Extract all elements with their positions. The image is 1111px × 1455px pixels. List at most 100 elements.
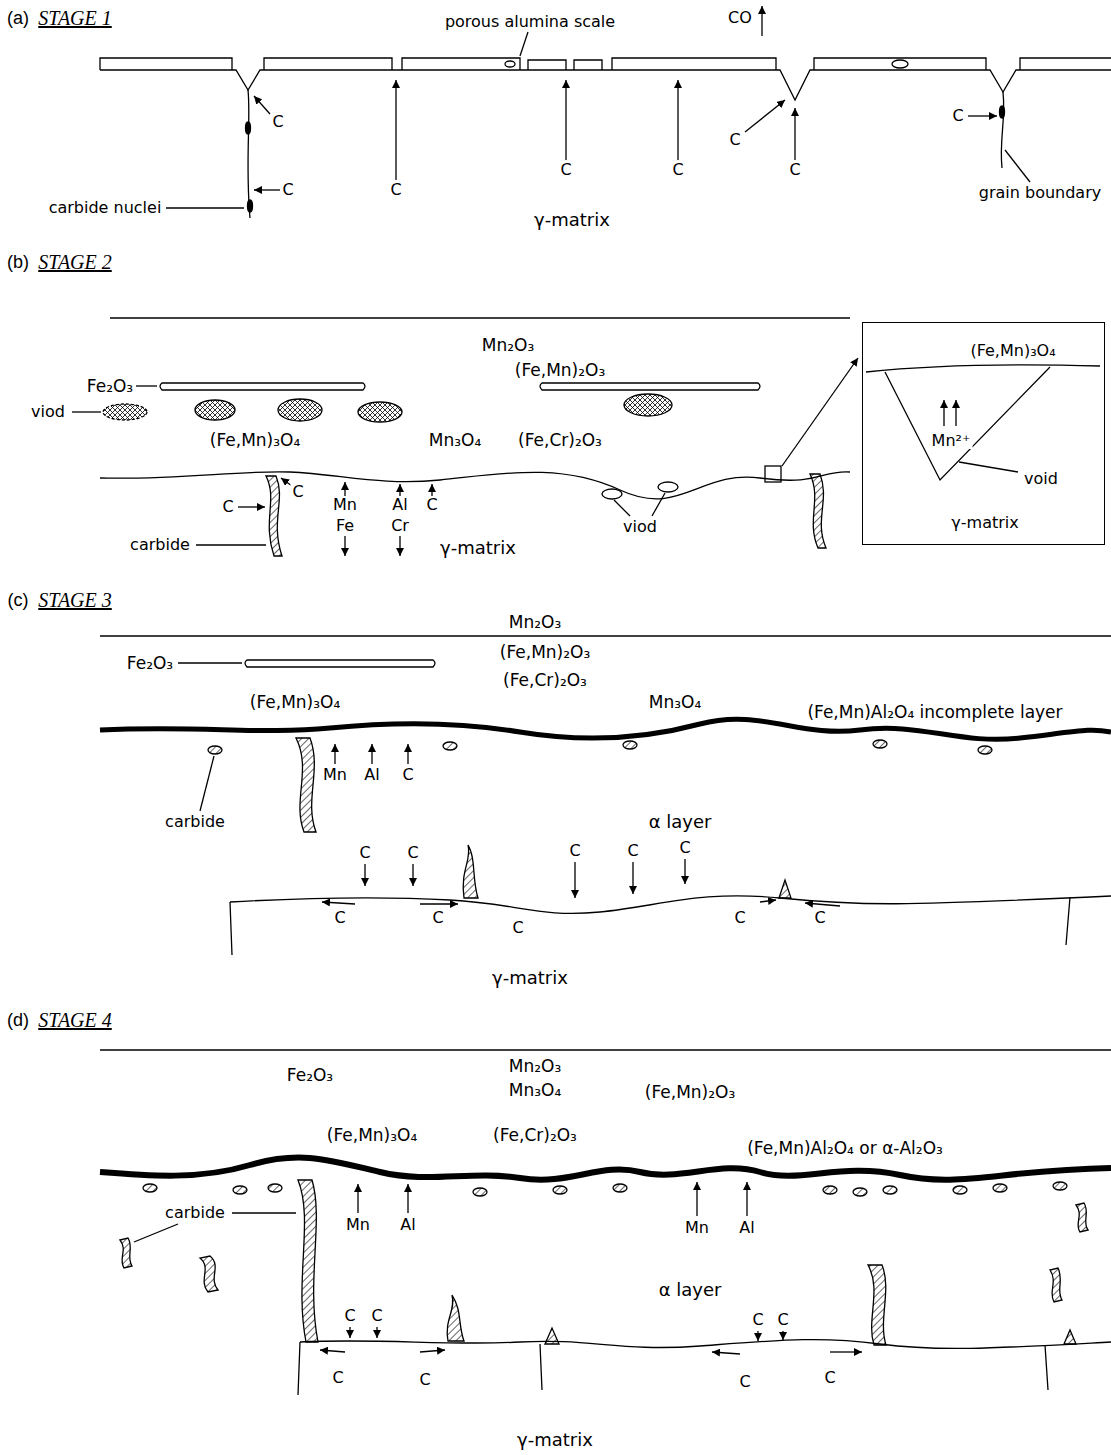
phase-label: Fe₂O₃ [85,378,135,395]
element-label: C [400,767,415,783]
oxide-top [100,1049,1111,1050]
element-label: C [625,843,640,859]
carbon-arrow [320,1350,345,1352]
phase-label: (Fe,Mn)Al₂O₄ or α-Al₂O₃ [745,1140,945,1157]
flux-arrow [407,1184,408,1213]
element-label: C [732,910,747,926]
carbon-arrow [565,80,566,160]
element-label: C [822,1370,837,1386]
carbon-arrow [238,506,265,507]
carbide [200,1256,218,1292]
fe2o3-streak [245,660,435,667]
interface-void [602,489,622,499]
phase-label: Mn₃O₄ [427,432,483,449]
carbide [120,1238,132,1268]
leader-line [166,207,244,208]
phase-label: Mn₂O₃ [507,1058,563,1075]
void-hatched [103,404,147,420]
phase-label: γ-matrix [515,1431,595,1449]
element-label: C [280,182,295,198]
carbon-arrow [254,96,270,114]
stage-title: STAGE 2 [36,252,114,272]
phase-label: (Fe,Mn)₂O₃ [498,644,592,661]
carbide [868,1265,886,1345]
carbide [266,476,282,556]
phase-label: Fe₂O₃ [125,655,175,672]
element-label: C [677,840,692,856]
phase-label: Fe₂O₃ [285,1067,335,1084]
element-label: C [950,108,965,124]
scale-pore [505,61,515,67]
carbon-arrow [254,189,280,190]
element-label: C [417,1372,432,1388]
element-label: Mn [683,1220,711,1236]
element-label: C [369,1308,384,1324]
leader-line [959,462,1018,472]
carbide-particle [853,1188,867,1196]
phase-label: γ-matrix [438,539,518,557]
panel-letter: (a) [5,9,31,27]
void-hatched [195,400,235,420]
element-label: Mn [331,497,359,513]
element-label: C [812,910,827,926]
leader-line [200,756,214,811]
flux-arrow [407,744,408,764]
flux-arrow [344,482,345,496]
annotation: carbide [128,537,192,553]
carbide-particle [953,1186,967,1194]
element-label: C [430,910,445,926]
element-label: Al [390,497,409,513]
stage-title: STAGE 1 [36,8,114,28]
carbon-arrow [420,903,458,904]
panel-letter: (b) [5,253,31,271]
flux-arrow [431,484,432,496]
phase-label: α layer [647,813,714,831]
annotation: porous alumina scale [443,14,617,30]
mn-arrow [943,400,944,426]
element-label: Al [362,767,381,783]
carbon-arrow [805,903,840,906]
carbon-arrow [412,864,413,886]
flux-arrow [357,1184,358,1213]
spinel-layer [100,1157,1111,1179]
alumina-scale [100,58,1111,70]
flux-arrow [746,1182,747,1216]
void-hatched [278,399,322,421]
carbide [1050,1268,1062,1302]
carbon-arrow [376,1327,377,1338]
carbon-arrow [574,862,575,898]
carbide-particle [823,1186,837,1194]
leader-line [134,1224,178,1242]
carbide [779,880,791,898]
oxide-top [110,317,850,318]
annotation: carbide nuclei [47,200,164,216]
carbon-arrow [745,100,785,132]
inset-label: void [1022,471,1060,487]
alpha-gamma-interface [230,896,1111,914]
element-label: C [750,1312,765,1328]
phase-label: (Fe,Cr)₂O₃ [516,432,604,449]
oxide-metal-interface [100,472,850,499]
void-hatched [624,394,672,416]
phase-label: (Fe,Mn)₃O₄ [325,1127,419,1144]
element-label: C [567,843,582,859]
carbon-arrow [782,1331,783,1340]
leader-line [1005,150,1030,182]
phase-label: (Fe,Mn)₂O₃ [513,362,607,379]
inset-label: γ-matrix [949,515,1020,531]
element-label: Mn [344,1217,372,1233]
detail-square [765,466,781,482]
element-label: C [405,845,420,861]
co-arrow [761,6,762,36]
phase-label: γ-matrix [532,211,612,229]
element-label: Mn [321,767,349,783]
spinel-layer [100,719,1111,739]
leader-line [178,662,242,663]
element-label: C [670,162,685,178]
carbide-particle [873,740,887,748]
phase-label: (Fe,Cr)₂O₃ [501,672,589,689]
inset-label: (Fe,Mn)₃O₄ [968,343,1057,359]
carbide [447,1295,464,1341]
oxide-top [100,635,1111,636]
element-label: C [342,1308,357,1324]
